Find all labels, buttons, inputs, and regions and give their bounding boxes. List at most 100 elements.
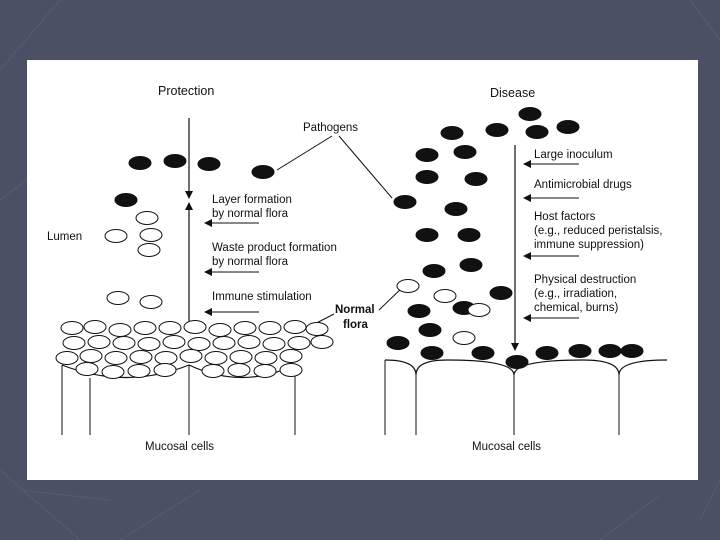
- normal-flora-cell: [79, 349, 103, 363]
- normal-flora-cell: [154, 351, 178, 365]
- disease-label-3a: Host factors: [534, 211, 596, 223]
- pathogen-cell: [393, 195, 417, 209]
- pathogen-cell: [620, 344, 644, 358]
- pathogen-cell: [163, 154, 187, 168]
- pathogen-cell: [440, 126, 464, 140]
- lumen-label: Lumen: [47, 231, 82, 243]
- normal-flora-cell: [283, 320, 307, 334]
- normal-flora-cell: [139, 295, 163, 309]
- protection-label-1b: by normal flora: [212, 208, 289, 220]
- pathogen-cell: [415, 170, 439, 184]
- normal-flora-label-line2: flora: [343, 319, 369, 331]
- normal-flora-cell: [112, 336, 136, 350]
- normal-flora-cell: [253, 364, 277, 378]
- normal-flora-cell: [433, 289, 457, 303]
- normal-flora-cell: [133, 321, 157, 335]
- normal-flora-cell: [279, 363, 303, 377]
- bacteria-cells: [55, 107, 644, 379]
- pathogen-cell: [471, 346, 495, 360]
- normal-flora-cell: [262, 337, 286, 351]
- normal-flora-cell: [201, 364, 225, 378]
- disease-label-4c: chemical, burns): [534, 302, 619, 314]
- normal-flora-cell: [104, 351, 128, 365]
- pathogen-cell: [453, 145, 477, 159]
- pathogen-cell: [444, 202, 468, 216]
- pathogens-label: Pathogens: [303, 122, 358, 134]
- normal-flora-cell: [208, 323, 232, 337]
- normal-flora-cell: [162, 335, 186, 349]
- disease-title: Disease: [490, 86, 535, 100]
- normal-flora-cell: [55, 351, 79, 365]
- pathogen-cell: [420, 346, 444, 360]
- mucosal-cells-right-label: Mucosal cells: [472, 441, 541, 453]
- normal-flora-cell: [229, 350, 253, 364]
- pathogen-cell: [457, 228, 481, 242]
- pathogen-cell: [415, 148, 439, 162]
- pathogen-cell: [422, 264, 446, 278]
- normal-flora-cell: [258, 321, 282, 335]
- normal-flora-cell: [279, 349, 303, 363]
- normal-flora-cell: [137, 243, 161, 257]
- normal-flora-cell: [183, 320, 207, 334]
- disease-label-4a: Physical destruction: [534, 274, 636, 286]
- pathogen-cell: [568, 344, 592, 358]
- pathogen-cell: [525, 125, 549, 139]
- normal-flora-cell: [396, 279, 420, 293]
- diagram-panel: Protection Disease Pathogens Lumen Norma…: [27, 60, 698, 480]
- pathogen-cell: [459, 258, 483, 272]
- normal-flora-cell: [467, 303, 491, 317]
- pathogen-cell: [128, 156, 152, 170]
- normal-flora-cell: [83, 320, 107, 334]
- pathogen-cell: [415, 228, 439, 242]
- disease-label-3c: immune suppression): [534, 239, 644, 251]
- disease-label-2: Antimicrobial drugs: [534, 179, 632, 191]
- normal-flora-cell: [101, 365, 125, 379]
- pathogen-cell: [407, 304, 431, 318]
- pathogen-cell: [505, 355, 529, 369]
- pathogen-cell: [485, 123, 509, 137]
- normal-flora-cell: [305, 322, 329, 336]
- pathogen-cell: [489, 286, 513, 300]
- normal-flora-cell: [127, 364, 151, 378]
- pathogen-cell: [556, 120, 580, 134]
- normal-flora-cell: [204, 351, 228, 365]
- mucosal-cell-borders-left: [61, 365, 296, 435]
- normal-flora-cell: [139, 228, 163, 242]
- normal-flora-cell: [227, 363, 251, 377]
- normal-flora-cell: [287, 336, 311, 350]
- disease-label-1: Large inoculum: [534, 149, 613, 161]
- normal-flora-cell: [60, 321, 84, 335]
- normal-flora-cell: [104, 229, 128, 243]
- normal-flora-cell: [452, 331, 476, 345]
- normal-flora-cell: [187, 337, 211, 351]
- pathogen-cell: [464, 172, 488, 186]
- normal-flora-cell: [179, 349, 203, 363]
- pathogen-cell: [598, 344, 622, 358]
- protection-label-3: Immune stimulation: [212, 291, 312, 303]
- pathogens-pointer-left: [276, 135, 333, 171]
- pathogens-pointer-right: [338, 135, 393, 199]
- mucosal-cell-borders-right: [384, 360, 620, 435]
- normal-flora-cell: [310, 335, 334, 349]
- normal-flora-cell: [108, 323, 132, 337]
- normal-flora-cell: [87, 335, 111, 349]
- protection-label-2b: by normal flora: [212, 256, 289, 268]
- normal-flora-label-line1: Normal: [335, 304, 375, 316]
- normal-flora-cell: [158, 321, 182, 335]
- normal-flora-cell: [106, 291, 130, 305]
- normal-flora-cell: [62, 336, 86, 350]
- normal-flora-cell: [153, 363, 177, 377]
- pathogen-cell: [386, 336, 410, 350]
- disease-label-3b: (e.g., reduced peristalsis,: [534, 225, 662, 237]
- normal-flora-cell: [237, 335, 261, 349]
- disease-label-4b: (e.g., irradiation,: [534, 288, 617, 300]
- pathogen-cell: [535, 346, 559, 360]
- mucosal-cells-left-label: Mucosal cells: [145, 441, 214, 453]
- normal-flora-cell: [254, 351, 278, 365]
- protection-title: Protection: [158, 84, 214, 98]
- normal-flora-cell: [212, 336, 236, 350]
- normal-flora-cell: [135, 211, 159, 225]
- pathogen-cell: [197, 157, 221, 171]
- protection-label-2a: Waste product formation: [212, 242, 337, 254]
